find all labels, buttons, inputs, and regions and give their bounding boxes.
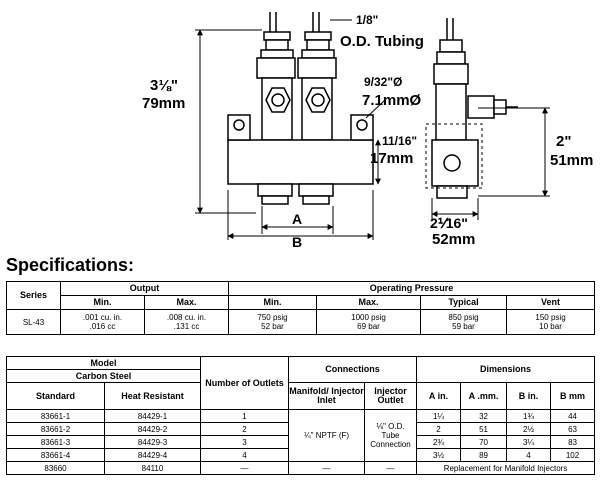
table-row: 83661-4 84429-4 4 3½ 89 4 102 bbox=[6, 448, 596, 462]
heat-resistant-cell: 84429-2 bbox=[104, 422, 201, 436]
carbon-steel-header: Carbon Steel bbox=[6, 369, 201, 383]
b-mm-cell: 83 bbox=[550, 435, 596, 449]
side-height-in: 2" bbox=[556, 133, 571, 150]
standard-header: Standard bbox=[6, 382, 105, 410]
b-in-cell: 1¾ bbox=[506, 409, 552, 423]
operating-pressure-header: Operating Pressure bbox=[227, 281, 596, 296]
pressure-typical-header: Typical bbox=[420, 295, 507, 310]
a-in-cell: 1¼ bbox=[416, 409, 462, 423]
b-in-header: B in. bbox=[506, 382, 552, 410]
model-header: Model bbox=[6, 356, 201, 370]
a-mm-cell: 70 bbox=[460, 435, 508, 449]
output-min-value: .001 cu. in..016 cc bbox=[60, 309, 145, 335]
pressure-vent-header: Vent bbox=[505, 295, 596, 310]
b-in-cell: 2½ bbox=[506, 422, 552, 436]
outlets-header: Number of Outlets bbox=[200, 356, 289, 410]
a-in-cell: 2¾ bbox=[416, 435, 462, 449]
model-table: Model Number of Outlets Connections Dime… bbox=[6, 356, 596, 475]
output-min-header: Min. bbox=[60, 295, 145, 310]
thickness-mm: 17mm bbox=[370, 150, 413, 167]
b-mm-cell: 63 bbox=[550, 422, 596, 436]
standard-cell: 83661-1 bbox=[6, 409, 105, 423]
manifold-inlet-cell: — bbox=[288, 461, 365, 475]
standard-cell: 83660 bbox=[6, 461, 105, 475]
width-mm: 52mm bbox=[432, 231, 475, 248]
pressure-max-header: Max. bbox=[316, 295, 421, 310]
standard-cell: 83661-2 bbox=[6, 422, 105, 436]
injector-outlet-cell: — bbox=[363, 461, 418, 475]
side-height-mm: 51mm bbox=[550, 152, 593, 169]
b-mm-cell: 102 bbox=[550, 448, 596, 462]
outlets-cell: 2 bbox=[200, 422, 289, 436]
front-view bbox=[227, 12, 374, 205]
a-in-header: A in. bbox=[416, 382, 462, 410]
outlets-cell: 1 bbox=[200, 409, 289, 423]
tubing-fraction: 1/8" bbox=[356, 13, 378, 27]
thickness-fraction: 11/16" bbox=[382, 134, 417, 148]
connections-header: Connections bbox=[287, 356, 418, 383]
table-row: 83661-1 84429-1 1 ¼" NPTF (F) ⅛" O.D.Tub… bbox=[6, 409, 596, 462]
tubing-label: O.D. Tubing bbox=[340, 33, 424, 50]
series-header: Series bbox=[6, 281, 61, 310]
heat-resistant-cell: 84110 bbox=[104, 461, 201, 475]
outlets-cell: — bbox=[200, 461, 289, 475]
a-mm-cell: 51 bbox=[460, 422, 508, 436]
hole-mm: 7.1mmØ bbox=[362, 92, 422, 109]
table-row: 83660 84110 — — — Replacement for Manifo… bbox=[6, 461, 596, 475]
a-mm-cell: 89 bbox=[460, 448, 508, 462]
manifold-injector-drawing: 1/8" O.D. Tubing 3⅛" 79mm 9/32"Ø 7.1mmØ … bbox=[142, 12, 593, 250]
heat-resistant-header: Heat Resistant bbox=[104, 382, 201, 410]
table-row: 83661-2 84429-2 2 2 51 2½ 63 bbox=[6, 422, 596, 436]
replacement-note: Replacement for Manifold Injectors bbox=[416, 461, 596, 475]
a-mm-cell: 32 bbox=[460, 409, 508, 423]
height-mm: 79mm bbox=[142, 95, 185, 112]
heat-resistant-cell: 84429-4 bbox=[104, 448, 201, 462]
series-value: SL-43 bbox=[6, 309, 61, 335]
specifications-table: Series Output Operating Pressure Min. Ma… bbox=[6, 281, 596, 335]
side-view bbox=[425, 18, 518, 199]
dimension-lines bbox=[195, 19, 550, 240]
dimensions-header: Dimensions bbox=[416, 356, 596, 383]
output-header: Output bbox=[60, 281, 229, 296]
outlets-cell: 4 bbox=[200, 448, 289, 462]
manifold-inlet-cell: ¼" NPTF (F) bbox=[288, 409, 365, 462]
a-in-cell: 2 bbox=[416, 422, 462, 436]
a-mm-header: A .mm. bbox=[460, 382, 508, 410]
standard-cell: 83661-3 bbox=[6, 435, 105, 449]
b-mm-header: B mm bbox=[550, 382, 596, 410]
heat-resistant-cell: 84429-3 bbox=[104, 435, 201, 449]
dim-b-label: B bbox=[292, 234, 302, 250]
specifications-heading: Specifications: bbox=[6, 255, 135, 275]
manifold-inlet-header: Manifold/ Injector Inlet bbox=[288, 382, 365, 410]
b-in-cell: 4 bbox=[506, 448, 552, 462]
output-max-value: .008 cu. in..131 cc bbox=[144, 309, 229, 335]
b-mm-cell: 44 bbox=[550, 409, 596, 423]
heat-resistant-cell: 84429-1 bbox=[104, 409, 201, 423]
b-in-cell: 3¼ bbox=[506, 435, 552, 449]
hole-fraction: 9/32"Ø bbox=[364, 75, 402, 89]
injector-outlet-header: Injector Outlet bbox=[363, 382, 418, 410]
a-in-cell: 3½ bbox=[416, 448, 462, 462]
height-fraction: 3⅛" bbox=[150, 77, 178, 94]
output-max-header: Max. bbox=[144, 295, 229, 310]
dim-a-label: A bbox=[292, 211, 302, 227]
width-fraction: 2⅟16" bbox=[430, 215, 468, 231]
outlets-cell: 3 bbox=[200, 435, 289, 449]
standard-cell: 83661-4 bbox=[6, 448, 105, 462]
pressure-min-header: Min. bbox=[228, 295, 317, 310]
